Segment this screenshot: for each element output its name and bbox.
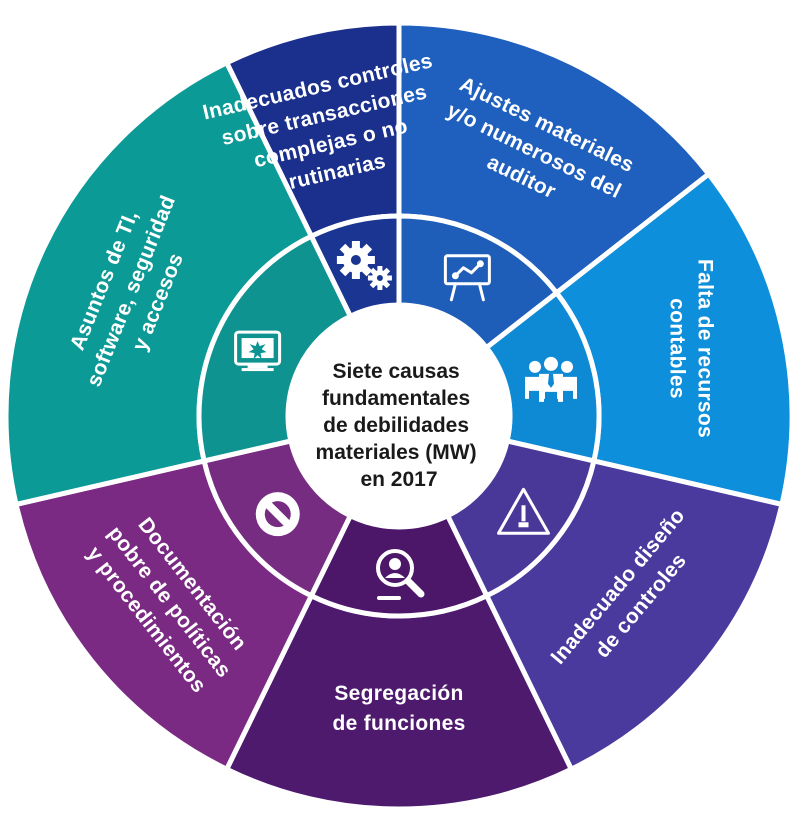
center-circle	[288, 305, 510, 527]
segment-label-line: de funciones	[332, 712, 465, 735]
center-title: Siete causas fundamentales de debilidade…	[316, 360, 483, 491]
segment-label-segregacion-funciones: Segregación de funciones	[332, 682, 465, 735]
warning-triangle-icon	[497, 487, 551, 535]
segment-label-line: Segregación	[334, 682, 463, 705]
center-title-line-4: materiales (MW)	[316, 441, 477, 464]
segment-label-line: Falta de recursos	[693, 259, 716, 438]
center-title-line-3: de debilidades	[323, 414, 469, 437]
presentation-board-icon	[443, 254, 491, 302]
center-title-line-2: fundamentales	[322, 387, 470, 410]
center-hub: Siete causas fundamentales de debilidade…	[288, 305, 510, 527]
segment-label-text: Falta de recursoscontables	[665, 259, 716, 438]
monitor-icon	[234, 330, 282, 372]
segment-label-falta-recursos: Falta de recursoscontables	[665, 259, 716, 438]
segment-label-line: contables	[665, 298, 688, 399]
team-icon	[525, 356, 578, 402]
segment-label-text: Segregación de funciones	[332, 682, 465, 735]
prohibited-icon	[255, 492, 300, 537]
segments-layer	[3, 20, 795, 812]
search-person-icon	[376, 549, 425, 600]
icons-layer	[234, 240, 578, 600]
center-title-line-1: Siete causas	[332, 360, 459, 383]
center-title-line-5: en 2017	[360, 468, 437, 491]
